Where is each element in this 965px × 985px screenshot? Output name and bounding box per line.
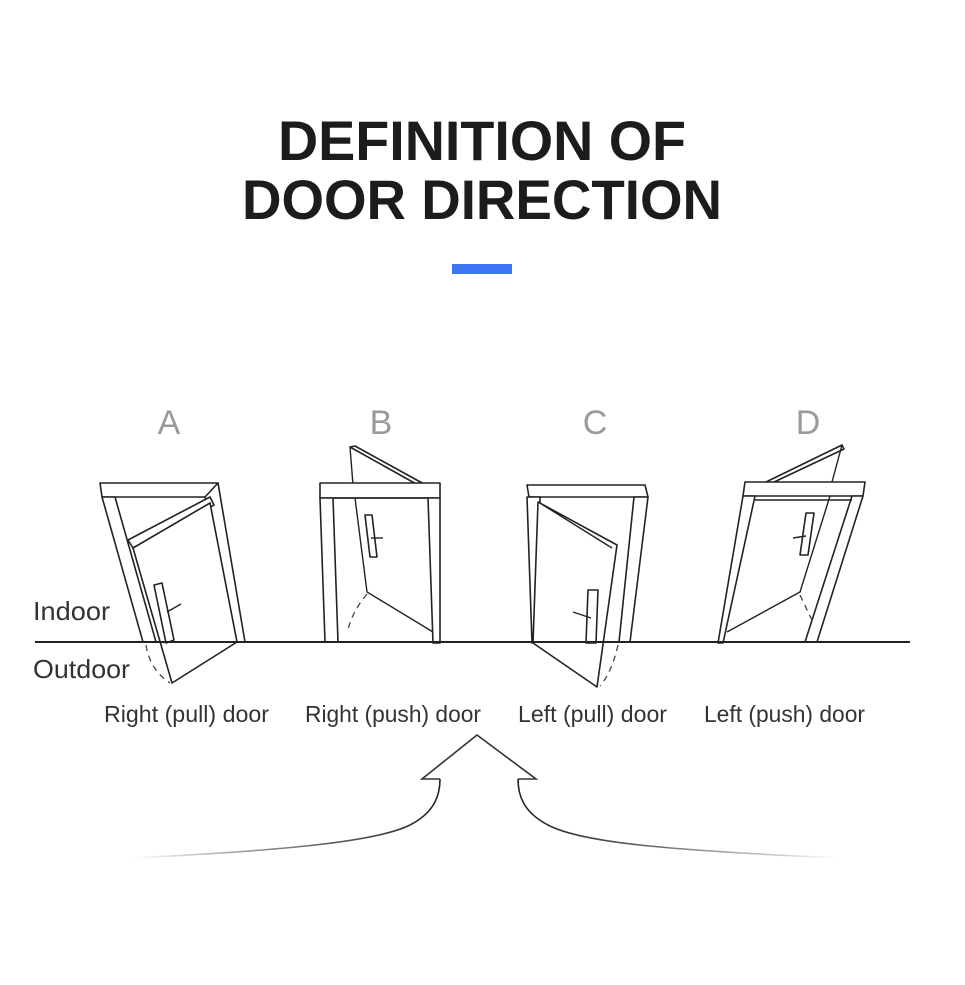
door-a-illustration [99, 482, 246, 684]
caption-right-push: Right (push) door [305, 701, 481, 727]
up-arrow-icon [129, 733, 841, 859]
door-letter-d: D [796, 404, 821, 442]
indoor-label: Indoor [33, 596, 110, 626]
title-line-1: DEFINITION OF [278, 109, 686, 172]
caption-right-pull: Right (pull) door [104, 701, 269, 727]
accent-bar [452, 264, 512, 274]
door-b-illustration [319, 445, 441, 644]
caption-left-push: Left (push) door [704, 701, 865, 727]
outdoor-label: Outdoor [33, 654, 130, 684]
door-d-illustration [717, 444, 866, 644]
title-line-2: DOOR DIRECTION [242, 168, 722, 231]
door-letter-a: A [158, 404, 181, 442]
door-c-illustration [526, 484, 649, 688]
door-letter-b: B [370, 404, 393, 442]
caption-left-pull: Left (pull) door [518, 701, 667, 727]
door-letter-c: C [583, 404, 608, 442]
